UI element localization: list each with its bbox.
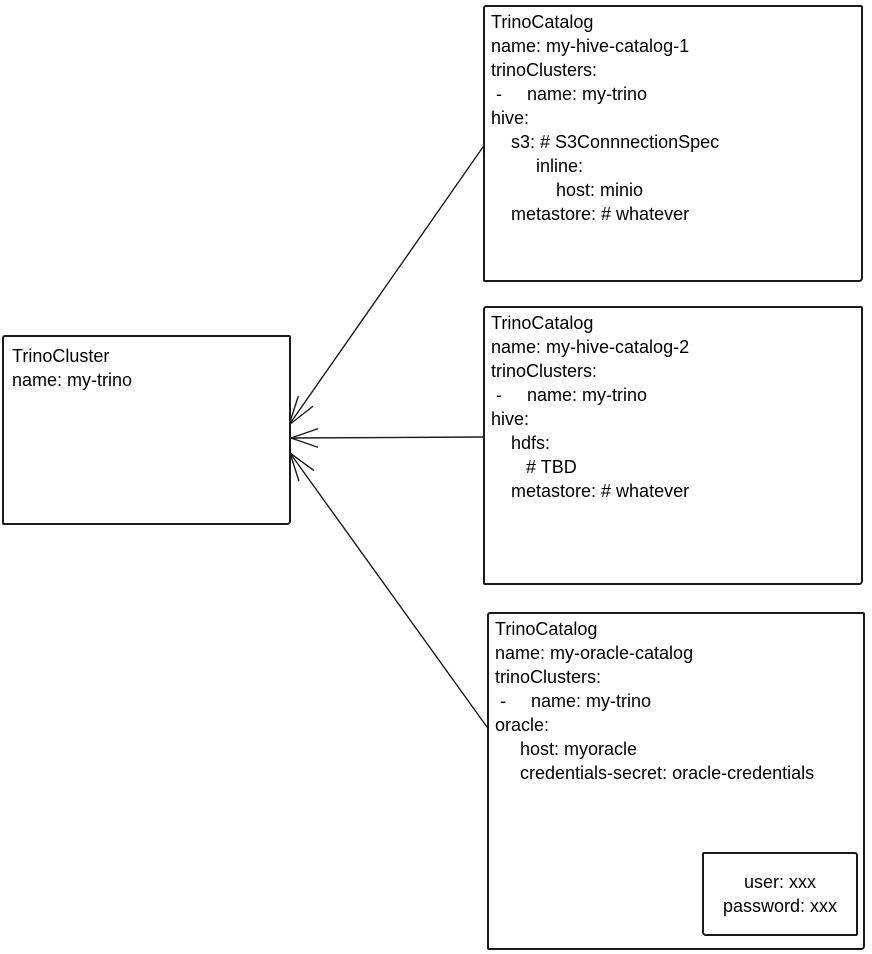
arrow-catalog1-to-cluster [288,146,484,426]
yaml-line: TrinoCatalog [495,619,598,639]
arrow-catalog3-to-cluster [289,452,488,728]
trino-catalog-2-box: TrinoCatalog name: my-hive-catalog-2 tri… [483,306,863,585]
yaml-line: hdfs: [491,433,551,453]
yaml-line: name: my-oracle-catalog [495,643,694,663]
yaml-line: name: my-hive-catalog-2 [491,337,690,357]
arrow-catalog2-to-cluster [290,428,484,448]
trino-catalog-1-box: TrinoCatalog name: my-hive-catalog-1 tri… [483,5,863,282]
yaml-line: metastore: # whatever [491,204,690,224]
yaml-line: - name: my-trino [495,691,652,711]
yaml-line: trinoClusters: [491,60,598,80]
yaml-line: host: myoracle [495,739,638,759]
yaml-line: name: my-trino [12,370,133,390]
trino-cluster-box: TrinoCluster name: my-trino [2,335,291,525]
yaml-line: trinoClusters: [495,667,602,687]
yaml-line: inline: [491,156,584,176]
yaml-line: host: minio [491,180,644,200]
yaml-line: name: my-hive-catalog-1 [491,36,690,56]
trino-catalog-3-box: TrinoCatalog name: my-oracle-catalog tri… [487,612,865,950]
secret-box: user: xxx password: xxx [702,852,858,936]
yaml-line: - name: my-trino [491,84,648,104]
yaml-line: s3: # S3ConnnectionSpec [491,132,720,152]
yaml-line: hive: [491,409,530,429]
yaml-line: TrinoCatalog [491,12,594,32]
yaml-line: # TBD [491,457,577,477]
yaml-line: metastore: # whatever [491,481,690,501]
yaml-line: credentials-secret: oracle-credentials [495,763,815,783]
yaml-line: trinoClusters: [491,361,598,381]
yaml-line: hive: [491,108,530,128]
yaml-line: user: xxx [743,872,817,892]
yaml-line: oracle: [495,715,550,735]
yaml-line: TrinoCatalog [491,313,594,333]
yaml-line: password: xxx [722,896,838,916]
yaml-line: - name: my-trino [491,385,648,405]
yaml-line: TrinoCluster [12,346,110,366]
